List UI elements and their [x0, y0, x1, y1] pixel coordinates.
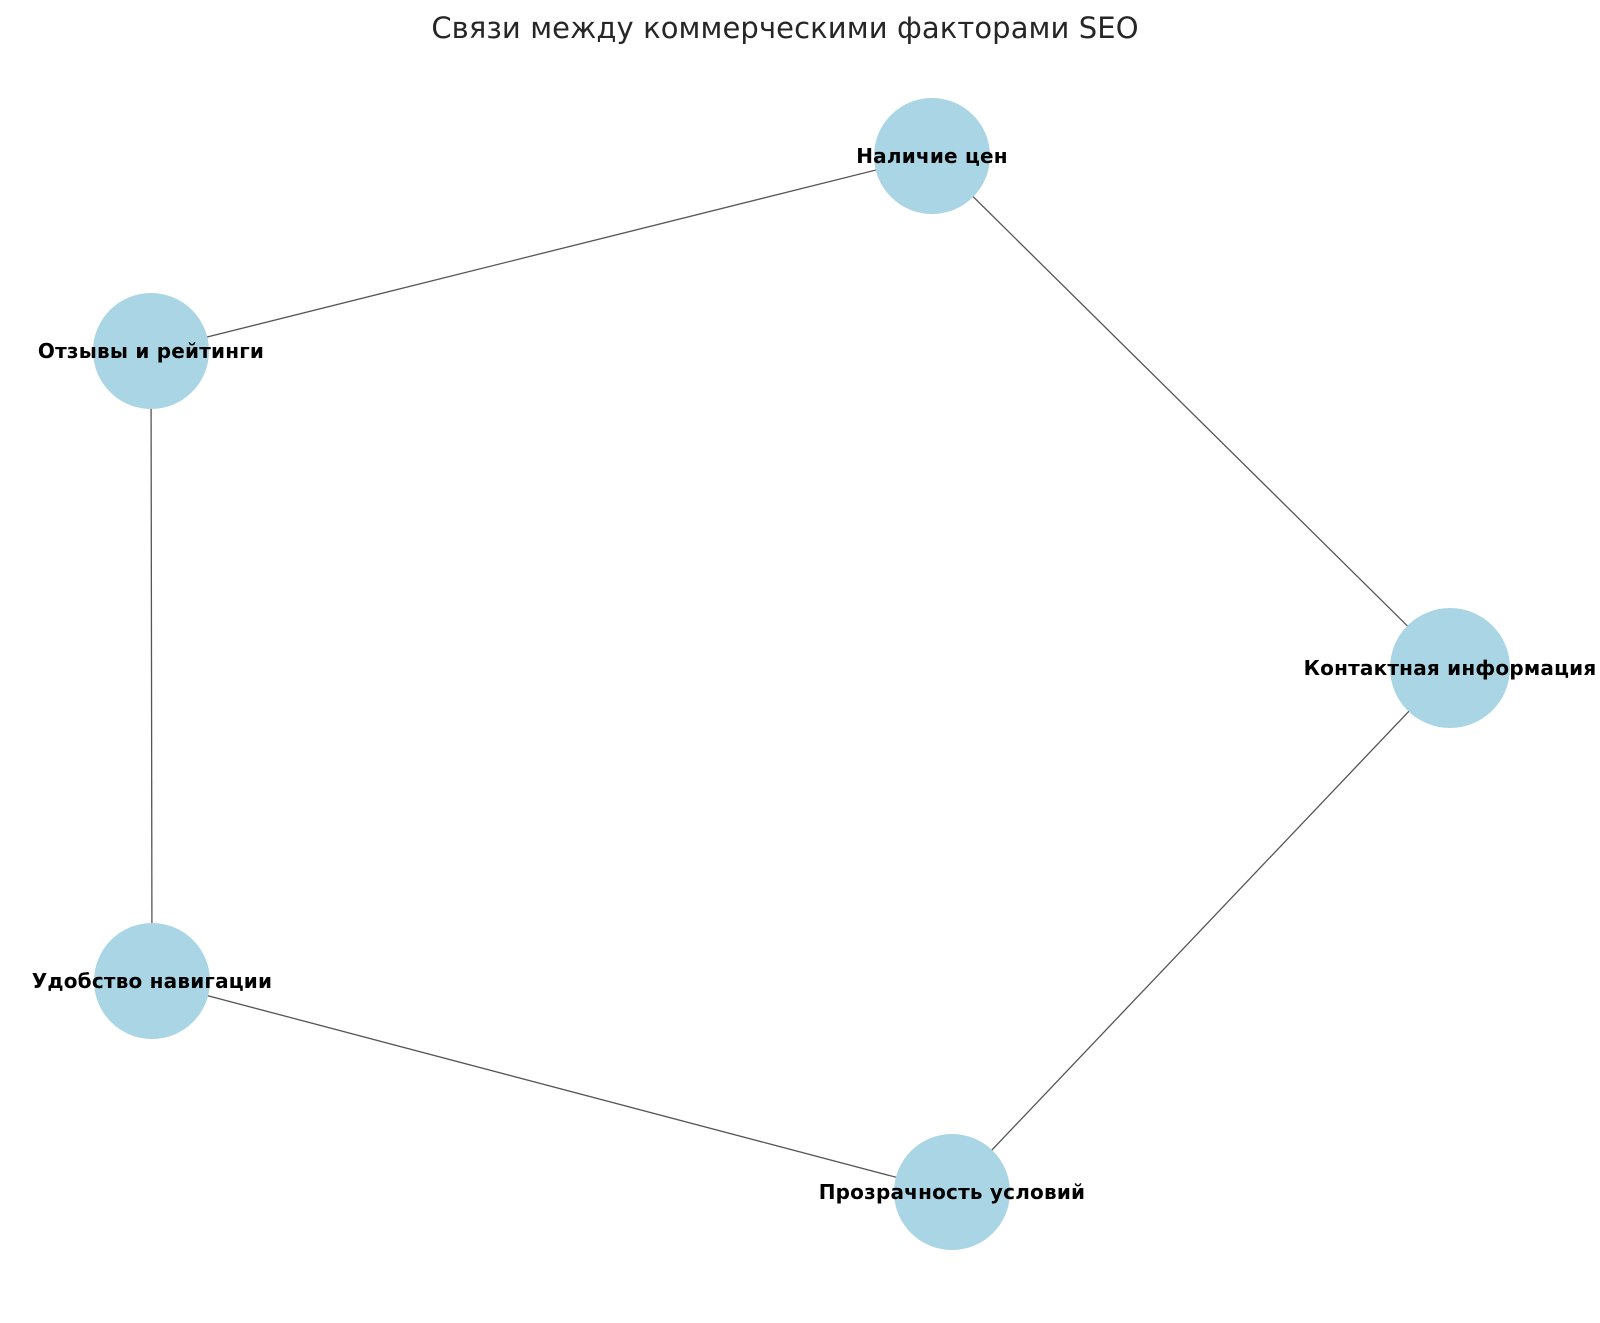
graph-node-prices[interactable] — [874, 98, 990, 214]
graph-node-reviews[interactable] — [93, 293, 209, 409]
graph-node-contacts[interactable] — [1390, 608, 1510, 728]
page-title: Связи между коммерческими факторами SEO — [431, 11, 1139, 45]
graph-node-terms[interactable] — [894, 1134, 1010, 1250]
edges-group — [150, 155, 1451, 1193]
nodes-group — [93, 98, 1510, 1250]
graph-edge — [150, 155, 933, 352]
graph-edge — [151, 980, 953, 1193]
graph-node-navigation[interactable] — [94, 923, 210, 1039]
graph-edge — [951, 667, 1451, 1193]
graph-edge — [931, 155, 1451, 669]
graph-edge — [150, 350, 153, 982]
